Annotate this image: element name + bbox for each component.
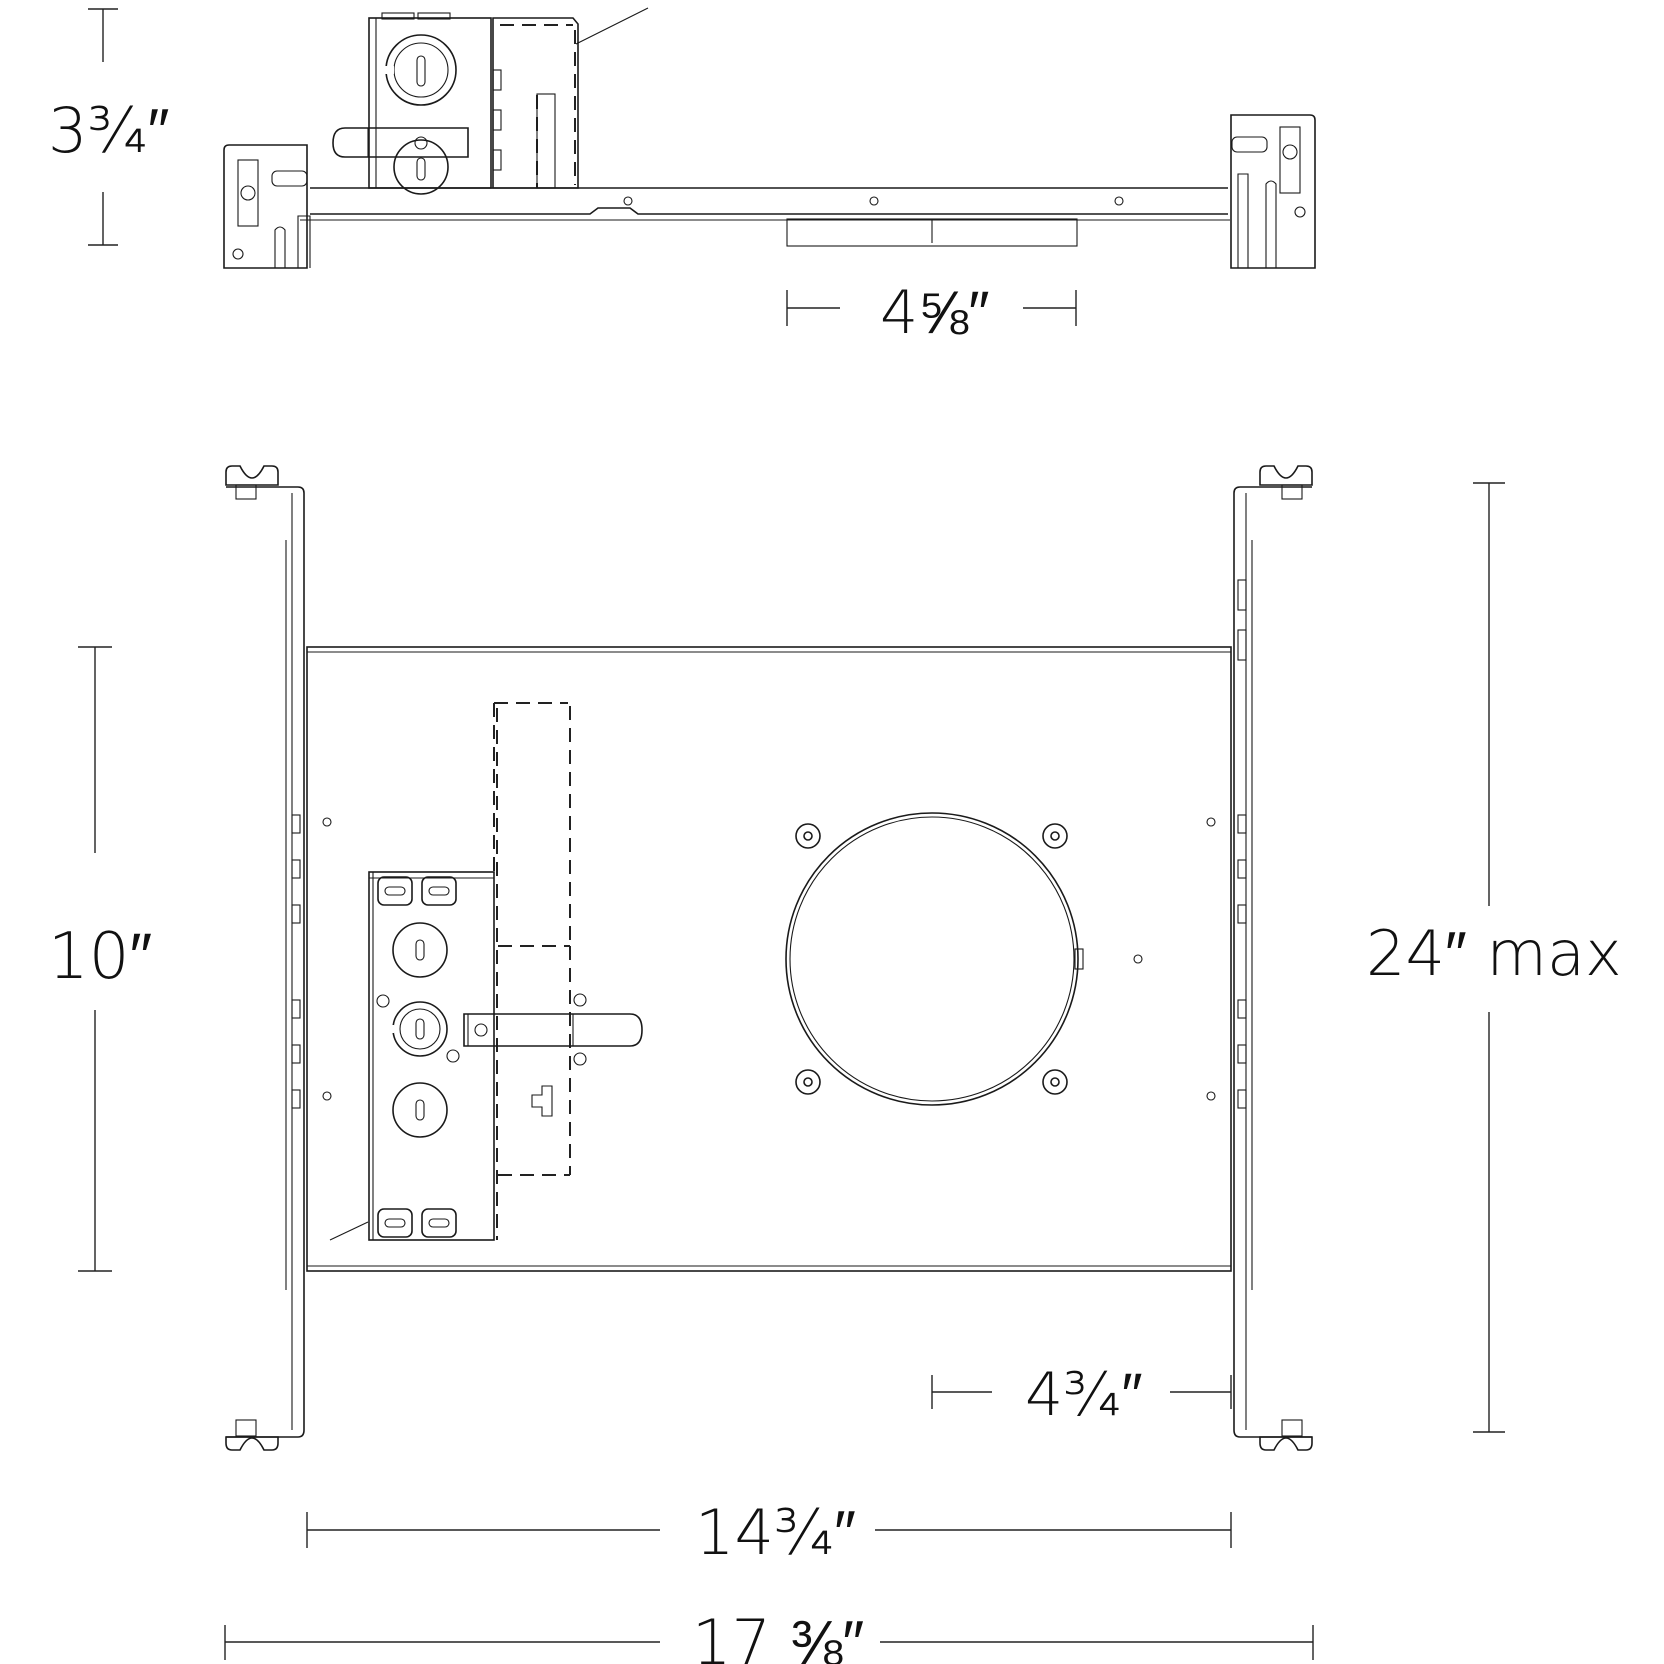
left-hanger-bracket <box>225 465 305 1451</box>
plate-width-label: 14¾″ <box>695 1496 856 1569</box>
mounting-plate <box>306 646 1232 1272</box>
plate-width-dimension: 14¾″ <box>306 1496 1232 1569</box>
side-bar <box>300 187 1230 221</box>
plan-view: 10″ <box>48 465 1622 1664</box>
bar-span-dimension: 24″ max <box>1366 482 1622 1433</box>
side-aperture <box>786 218 1078 247</box>
right-side-bracket <box>1230 114 1316 269</box>
side-height-label: 3¾″ <box>48 94 170 167</box>
plate-height-dimension: 10″ <box>48 646 152 1272</box>
aperture-edge-dimension: 4¾″ <box>931 1360 1232 1430</box>
aperture-width-label: 4⅝″ <box>880 278 989 348</box>
side-height-dimension: 3¾″ <box>48 8 170 246</box>
aperture-ring <box>785 812 1084 1106</box>
side-junction-box <box>332 7 649 195</box>
right-hanger-bracket <box>1233 465 1313 1451</box>
aperture-edge-label: 4¾″ <box>1025 1360 1143 1430</box>
left-side-bracket <box>223 144 311 269</box>
bar-span-label: 24″ max <box>1366 917 1622 990</box>
aperture-width-dimension: 4⅝″ <box>786 278 1077 348</box>
junction-box <box>329 702 643 1241</box>
plate-height-label: 10″ <box>48 920 152 994</box>
side-view: 3¾″ <box>48 7 1316 348</box>
overall-width-label: 17 ⅜″ <box>692 1606 864 1664</box>
overall-width-dimension: 17 ⅜″ <box>224 1606 1314 1664</box>
